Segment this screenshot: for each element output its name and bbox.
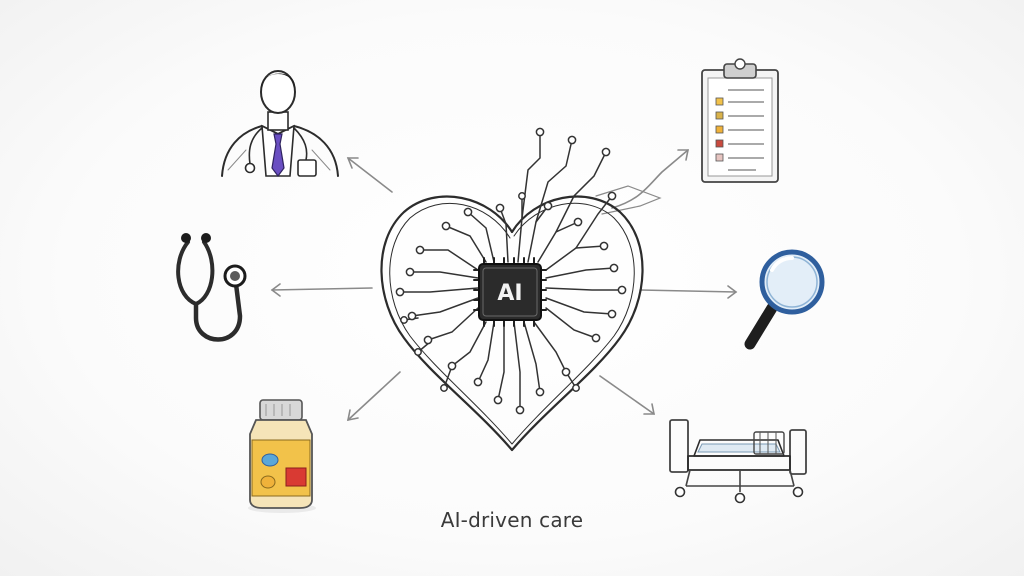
arrow-to-doctor <box>346 157 393 193</box>
circuit-nodes <box>395 127 627 415</box>
circuit-traces <box>399 131 623 411</box>
ai-chip-label: AI <box>497 281 522 306</box>
arrow-to-magnifier <box>639 285 738 299</box>
clipboard-icon <box>701 58 779 183</box>
medicine-bottle-icon <box>248 399 316 513</box>
magnifying-glass-icon <box>744 249 825 350</box>
diagram-caption: AI-driven care <box>440 508 584 532</box>
arrow-to-clipboard <box>595 149 689 215</box>
stethoscope-icon <box>176 233 247 342</box>
arrow-to-medicine <box>346 371 401 422</box>
ai-chip: AI <box>473 257 547 327</box>
arrow-to-stethoscope <box>270 283 373 297</box>
arrows <box>270 149 738 422</box>
doctor-icon <box>221 70 339 177</box>
hospital-bed-icon <box>669 419 807 504</box>
arrow-to-bed <box>599 375 655 415</box>
circuit-heart: AI <box>380 127 644 452</box>
